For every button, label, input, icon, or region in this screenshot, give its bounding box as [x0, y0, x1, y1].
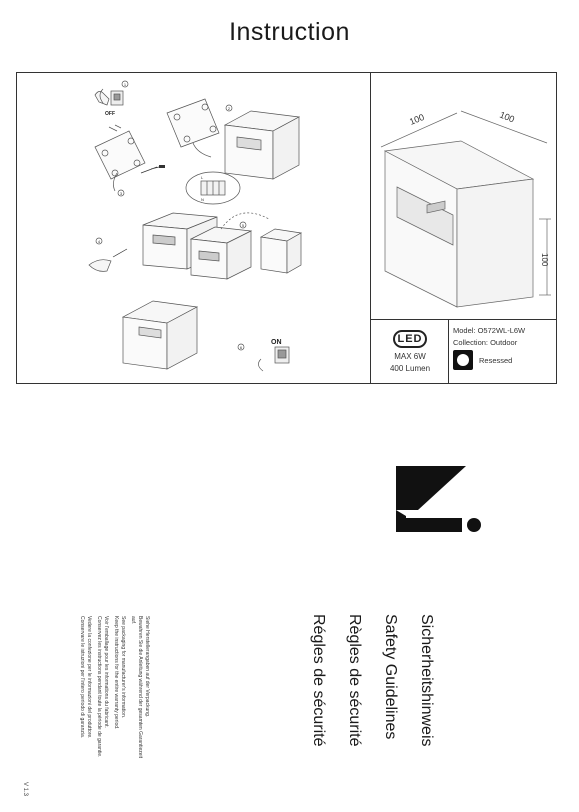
step-5-number: 5 — [242, 223, 245, 228]
safety-text-de-1: Siehe Herstellerangaben auf der Verpacku… — [144, 616, 150, 718]
safety-text-de-2: Bewahren Sie die Anleitung während der g… — [137, 616, 143, 759]
wiring-detail — [185, 171, 241, 205]
safety-text-fr-1: Voir l'emballage pour les informations d… — [103, 616, 109, 728]
safety-text-fr-2: Conservez les instructions pendant toute… — [96, 616, 102, 758]
on-label: ON — [271, 339, 282, 346]
step-5-marker — [239, 221, 247, 229]
step-6-number: 6 — [240, 345, 243, 350]
mounting-type: Resessed — [479, 356, 513, 365]
version-label: V 1.3 — [22, 782, 28, 797]
depth-dimension: 100 — [498, 110, 516, 125]
safety-text-it-2: Conservare le istruzioni per l'intero pe… — [79, 616, 85, 739]
step-2-number: 2 — [228, 106, 231, 111]
step-4-marker — [95, 237, 103, 245]
step-3-number: 3 — [120, 191, 123, 196]
safety-text-en-1: See packaging for manufacturer's informa… — [120, 616, 126, 719]
safety-text-it-1: Vedere la confezione per le informazioni… — [86, 616, 92, 739]
wire-l-label: L — [201, 175, 204, 180]
step-4-number: 4 — [98, 239, 101, 244]
instruction-panel: 1 OFF 2 3 — [16, 72, 557, 384]
page-title: Instruction — [229, 18, 350, 46]
off-label: OFF — [105, 111, 115, 117]
step-5-illustration — [189, 212, 303, 280]
brand-logo — [396, 466, 481, 532]
width-dimension: 100 — [408, 112, 426, 127]
led-badge: LED — [393, 330, 427, 348]
heading-french-1: Règles de sécurité — [346, 614, 363, 747]
step-1-marker — [121, 80, 129, 88]
dimension-drawing: 100 100 100 — [370, 73, 556, 319]
safety-text-en-2: Keep the instructions for the entire war… — [113, 616, 119, 730]
power-rating: MAX 6W — [394, 352, 426, 361]
step-2-illustration — [94, 98, 220, 192]
safety-text-de-3: auf. — [130, 616, 136, 625]
collection-name: Collection: Outdoor — [453, 338, 518, 347]
cube-outline — [383, 140, 535, 308]
product-info: LED MAX 6W 400 Lumen Model: O572WL-L6W C… — [370, 319, 556, 383]
wire-n-label: N — [201, 197, 204, 202]
lumen-rating: 400 Lumen — [389, 364, 431, 373]
led-info: LED MAX 6W 400 Lumen — [371, 320, 449, 383]
model-number: Model: O572WL-L6W — [453, 326, 526, 335]
product-specs: Model: O572WL-L6W Collection: Outdoor Re… — [449, 320, 557, 383]
step-6-marker — [237, 343, 245, 351]
step-6-illustration — [121, 300, 290, 372]
heading-german: Sicherheitshinweis — [418, 614, 435, 747]
step-2-marker — [225, 104, 233, 112]
installation-diagram: 1 OFF 2 3 — [17, 73, 370, 383]
heading-french-2: Régles de sécurité — [310, 614, 327, 747]
step-3-marker — [117, 189, 125, 197]
heading-english: Safety Guidelines — [382, 614, 399, 740]
recessed-icon — [453, 350, 473, 370]
height-dimension: 100 — [540, 253, 549, 267]
dimension-lines — [380, 110, 551, 296]
step-1-number: 1 — [124, 82, 127, 87]
step-1-illustration — [94, 88, 124, 106]
lamp-housing-open — [223, 110, 301, 180]
